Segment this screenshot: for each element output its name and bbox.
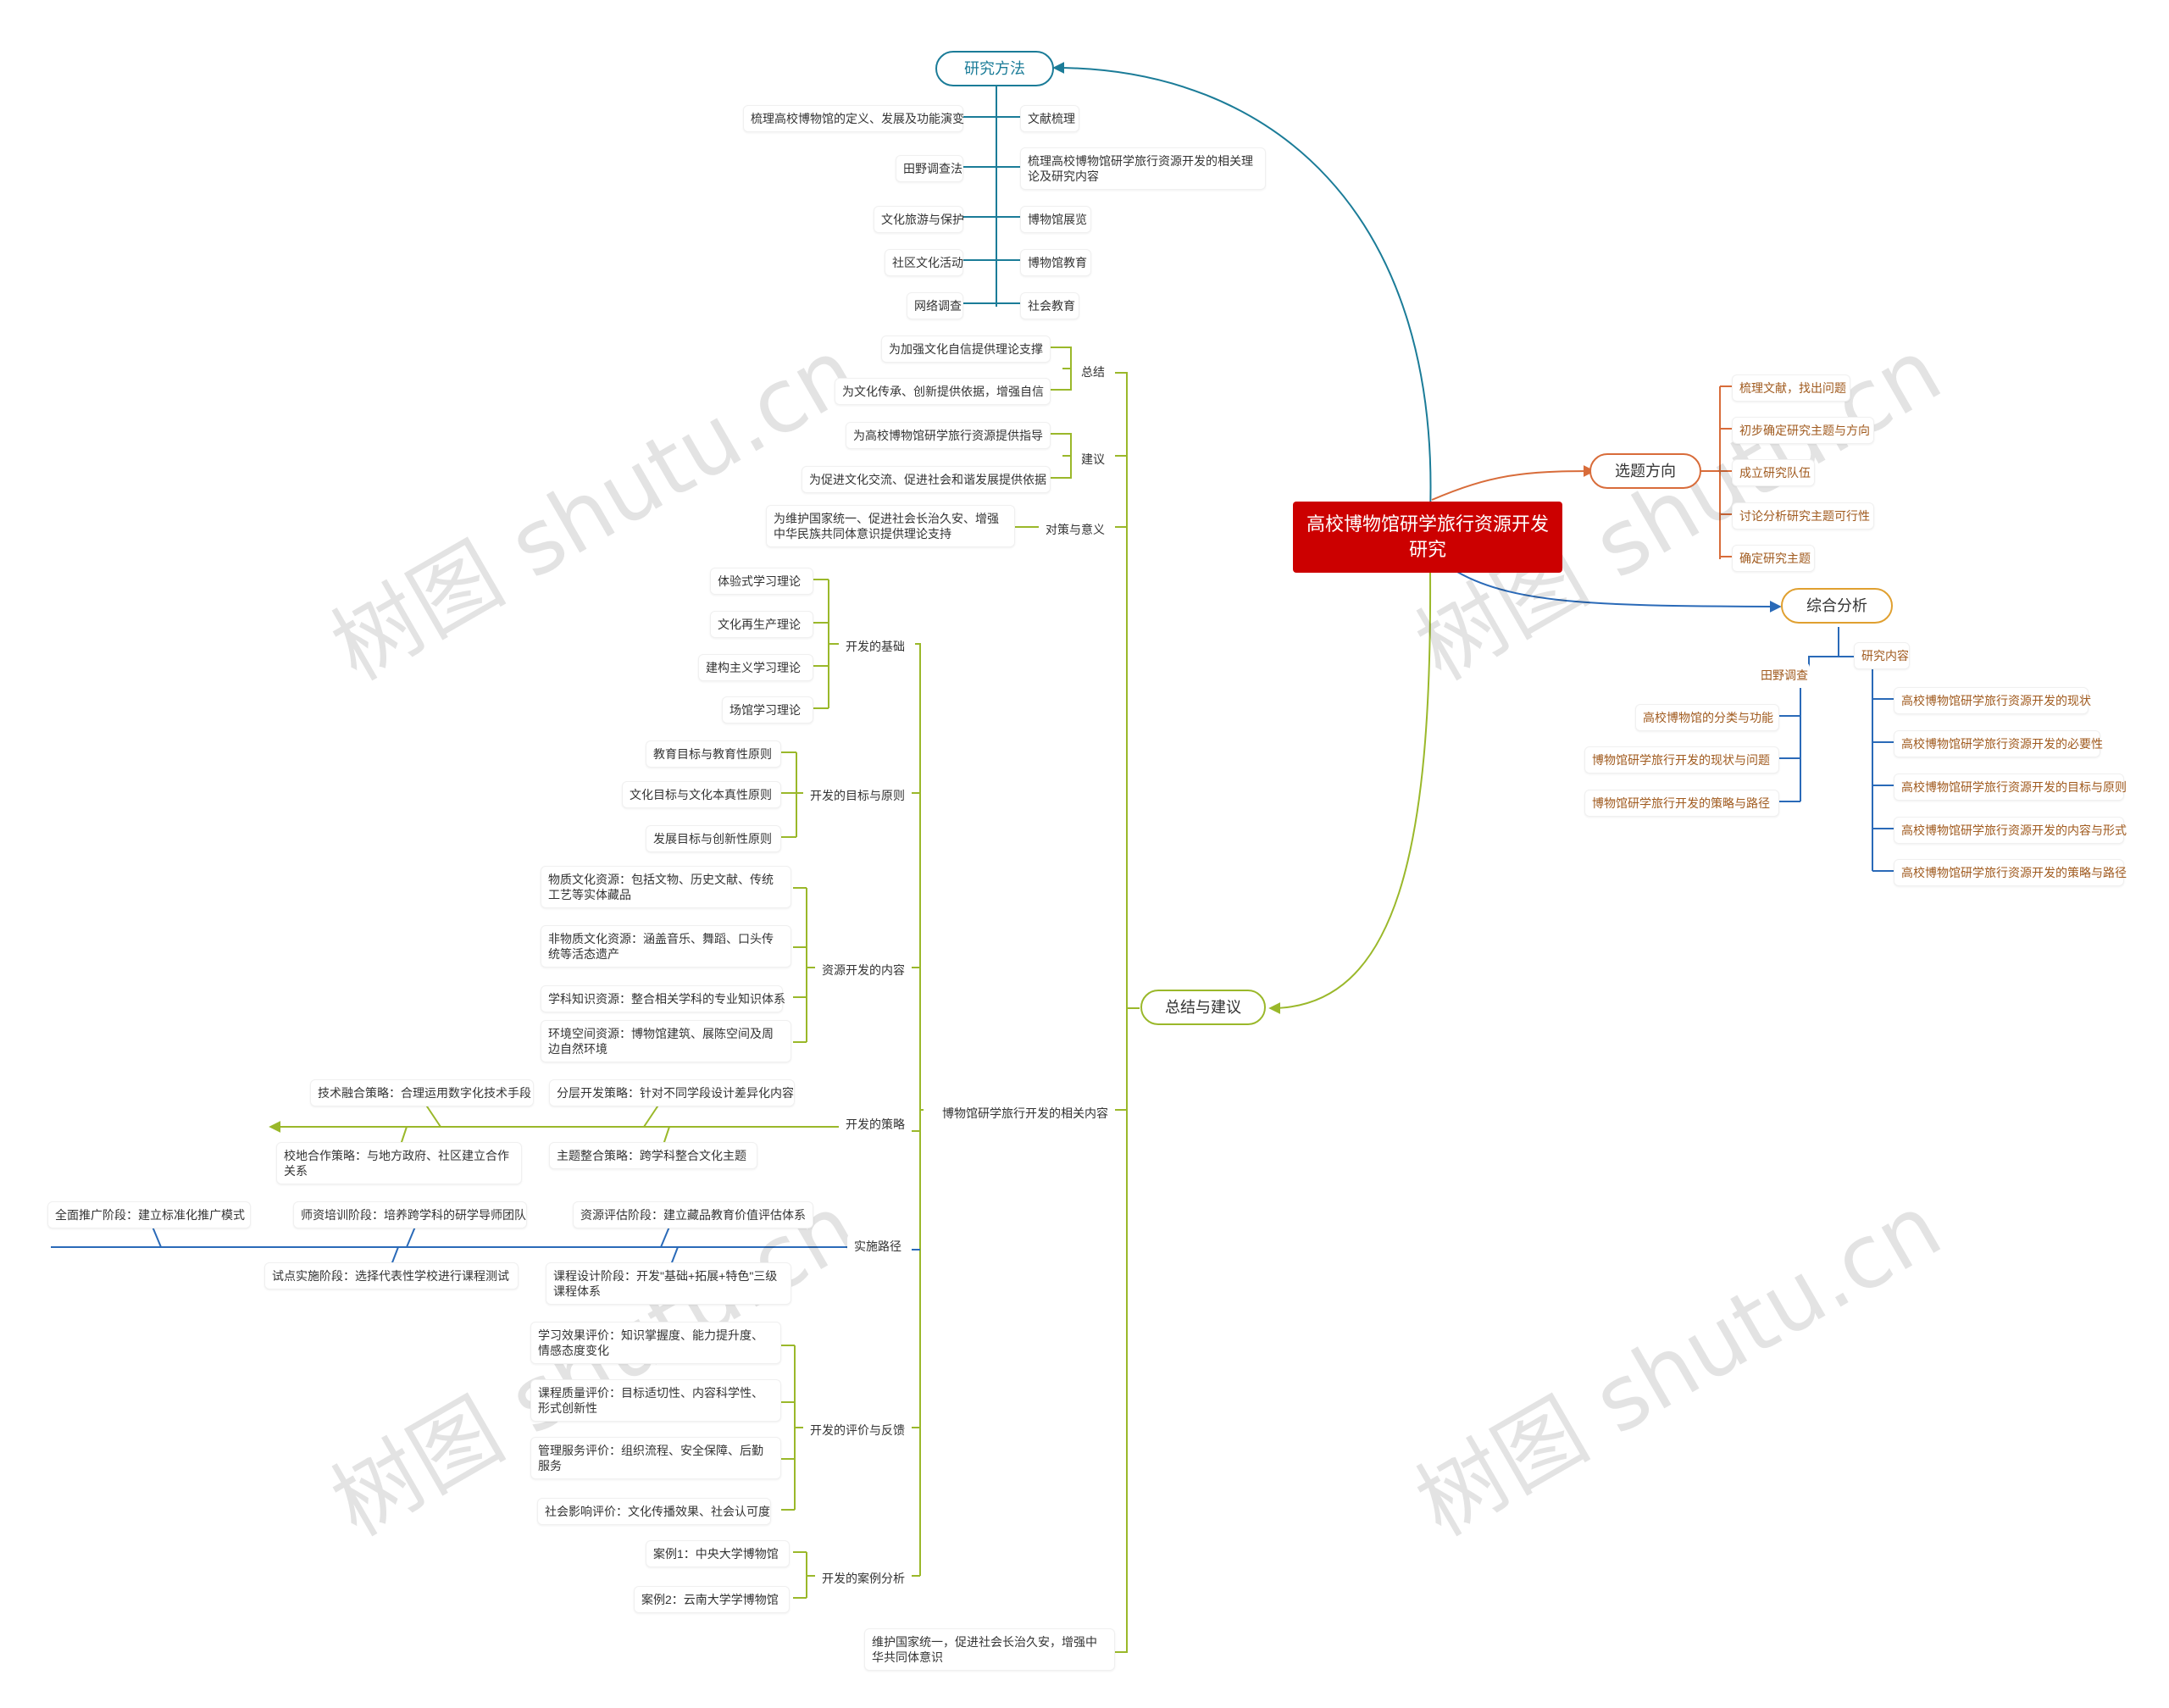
case-item[interactable]: 案例2：云南大学学博物馆: [634, 1586, 790, 1613]
path-item[interactable]: 师资培训阶段：培养跨学科的研学导师团队: [293, 1201, 527, 1228]
countermeasure-label[interactable]: 对策与意义: [1039, 517, 1115, 542]
direction-item[interactable]: 梳理文献，找出问题: [1732, 374, 1850, 402]
topic-research-method[interactable]: 研究方法: [935, 51, 1054, 86]
evaluation-item[interactable]: 管理服务评价：组织流程、安全保障、后勤服务: [530, 1437, 781, 1479]
research-content-item[interactable]: 高校博物馆研学旅行资源开发的策略与路径: [1894, 859, 2127, 886]
topic-direction[interactable]: 选题方向: [1589, 453, 1701, 489]
root-topic[interactable]: 高校博物馆研学旅行资源开发研究: [1293, 502, 1562, 573]
path-label[interactable]: 实施路径: [847, 1234, 912, 1259]
path-item[interactable]: 资源评估阶段：建立藏品教育价值评估体系: [573, 1201, 813, 1228]
evaluation-item[interactable]: 课程质量评价：目标适切性、内容科学性、形式创新性: [530, 1379, 781, 1422]
foundation-item[interactable]: 场馆学习理论: [722, 696, 813, 724]
method-left-item[interactable]: 梳理高校博物馆的定义、发展及功能演变: [743, 105, 964, 132]
field-survey-label[interactable]: 田野调查: [1754, 663, 1810, 688]
strategy-item[interactable]: 技术融合策略：合理运用数字化技术手段: [310, 1079, 534, 1106]
field-survey-item[interactable]: 博物馆研学旅行开发的策略与路径: [1584, 790, 1779, 817]
foundation-label[interactable]: 开发的基础: [839, 634, 915, 659]
goals-item[interactable]: 文化目标与文化本真性原则: [622, 781, 781, 808]
countermeasure-item[interactable]: 为维护国家统一、促进社会长治久安、增强中华民族共同体意识提供理论支持: [766, 505, 1015, 547]
method-left-item[interactable]: 文化旅游与保护: [874, 206, 964, 233]
evaluation-label[interactable]: 开发的评价与反馈: [803, 1417, 912, 1443]
method-right-item[interactable]: 文献梳理: [1020, 105, 1079, 132]
path-item[interactable]: 全面推广阶段：建立标准化推广模式: [47, 1201, 251, 1228]
strategy-label[interactable]: 开发的策略: [839, 1112, 912, 1137]
resources-item[interactable]: 学科知识资源：整合相关学科的专业知识体系: [541, 985, 785, 1012]
resources-label[interactable]: 资源开发的内容: [815, 957, 912, 983]
related-content-label[interactable]: 博物馆研学旅行开发的相关内容: [935, 1101, 1115, 1126]
field-survey-item[interactable]: 高校博物馆的分类与功能: [1635, 704, 1779, 731]
direction-item[interactable]: 成立研究队伍: [1732, 459, 1815, 486]
research-content-item[interactable]: 高校博物馆研学旅行资源开发的现状: [1894, 687, 2091, 714]
cases-label[interactable]: 开发的案例分析: [815, 1566, 912, 1591]
method-right-item[interactable]: 社会教育: [1020, 292, 1079, 319]
resources-item[interactable]: 物质文化资源：包括文物、历史文献、传统工艺等实体藏品: [541, 866, 791, 908]
summary-item[interactable]: 为文化传承、创新提供依据，增强自信: [835, 378, 1051, 405]
path-item[interactable]: 试点实施阶段：选择代表性学校进行课程测试: [264, 1262, 519, 1289]
suggestion-label[interactable]: 建议: [1074, 446, 1115, 472]
method-left-item[interactable]: 田野调查法: [896, 155, 963, 182]
method-right-item[interactable]: 博物馆展览: [1020, 206, 1091, 233]
method-right-item[interactable]: 博物馆教育: [1020, 249, 1091, 276]
suggestion-item[interactable]: 为促进文化交流、促进社会和谐发展提供依据: [802, 466, 1051, 493]
strategy-item[interactable]: 校地合作策略：与地方政府、社区建立合作关系: [276, 1142, 522, 1184]
path-item[interactable]: 课程设计阶段：开发"基础+拓展+特色"三级课程体系: [546, 1262, 791, 1305]
method-left-item[interactable]: 网络调查: [907, 292, 963, 319]
foundation-item[interactable]: 文化再生产理论: [710, 611, 813, 638]
evaluation-item[interactable]: 学习效果评价：知识掌握度、能力提升度、情感态度变化: [530, 1322, 781, 1364]
research-content-label[interactable]: 研究内容: [1854, 642, 1910, 669]
evaluation-item[interactable]: 社会影响评价：文化传播效果、社会认可度: [537, 1498, 771, 1525]
goals-item[interactable]: 发展目标与创新性原则: [646, 825, 781, 852]
method-left-item[interactable]: 社区文化活动: [885, 249, 963, 276]
resources-item[interactable]: 非物质文化资源：涵盖音乐、舞蹈、口头传统等活态遗产: [541, 925, 791, 968]
direction-item[interactable]: 确定研究主题: [1732, 545, 1815, 572]
goals-label[interactable]: 开发的目标与原则: [803, 783, 912, 808]
suggestion-item[interactable]: 为高校博物馆研学旅行资源提供指导: [846, 422, 1051, 449]
strategy-item[interactable]: 主题整合策略：跨学科整合文化主题: [549, 1142, 757, 1169]
research-content-item[interactable]: 高校博物馆研学旅行资源开发的内容与形式: [1894, 817, 2127, 844]
research-content-item[interactable]: 高校博物馆研学旅行资源开发的目标与原则: [1894, 774, 2127, 801]
goals-item[interactable]: 教育目标与教育性原则: [646, 740, 781, 768]
summary-label[interactable]: 总结: [1074, 359, 1115, 385]
summary-extra-item[interactable]: 维护国家统一，促进社会长治久安，增强中华共同体意识: [864, 1628, 1115, 1671]
foundation-item[interactable]: 建构主义学习理论: [698, 654, 813, 681]
foundation-item[interactable]: 体验式学习理论: [710, 568, 813, 595]
summary-item[interactable]: 为加强文化自信提供理论支撑: [881, 336, 1051, 363]
strategy-item[interactable]: 分层开发策略：针对不同学段设计差异化内容: [549, 1079, 795, 1106]
method-right-item[interactable]: 梳理高校博物馆研学旅行资源开发的相关理论及研究内容: [1020, 147, 1266, 190]
direction-item[interactable]: 讨论分析研究主题可行性: [1732, 502, 1874, 530]
case-item[interactable]: 案例1：中央大学博物馆: [646, 1540, 790, 1567]
direction-item[interactable]: 初步确定研究主题与方向: [1732, 417, 1874, 444]
topic-summary-suggestions[interactable]: 总结与建议: [1140, 990, 1266, 1025]
research-content-item[interactable]: 高校博物馆研学旅行资源开发的必要性: [1894, 730, 2103, 757]
topic-comprehensive-analysis[interactable]: 综合分析: [1781, 588, 1893, 624]
resources-item[interactable]: 环境空间资源：博物馆建筑、展陈空间及周边自然环境: [541, 1020, 791, 1062]
field-survey-item[interactable]: 博物馆研学旅行开发的现状与问题: [1584, 746, 1779, 774]
